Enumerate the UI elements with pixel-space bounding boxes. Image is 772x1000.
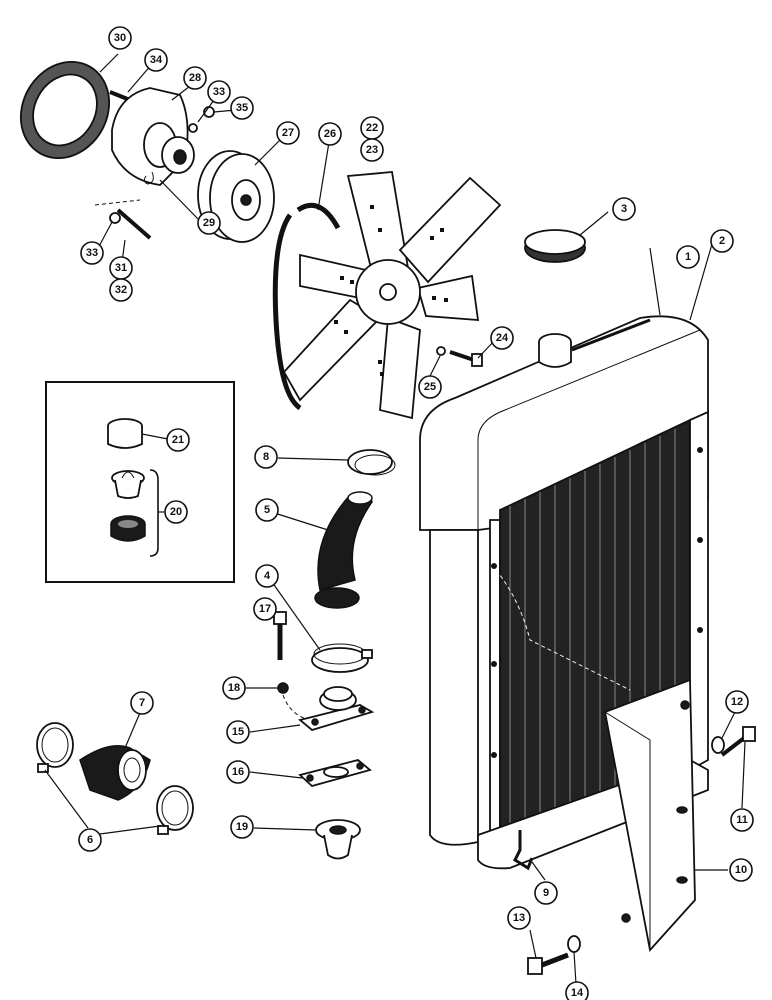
fan-part	[282, 171, 502, 420]
callout-3: 3	[612, 197, 636, 221]
thermostat-kit-part	[110, 470, 146, 542]
svg-text:31: 31	[115, 262, 127, 274]
callout-22: 22	[360, 116, 384, 140]
svg-text:6: 6	[87, 834, 93, 846]
svg-text:26: 26	[324, 128, 336, 140]
svg-text:25: 25	[424, 381, 436, 393]
hose-clamp-part	[347, 449, 396, 476]
svg-text:22: 22	[366, 122, 378, 134]
water-pump-part	[94, 87, 215, 240]
thermostat-part	[315, 819, 361, 860]
leader-lines	[44, 53, 746, 985]
svg-text:10: 10	[735, 864, 747, 876]
callout-35: 35	[230, 96, 254, 120]
callout-9: 9	[534, 881, 558, 905]
callout-13: 13	[507, 906, 531, 930]
inset-panel	[45, 381, 235, 583]
callout-17: 17	[253, 597, 277, 621]
callout-28: 28	[183, 66, 207, 90]
svg-text:3: 3	[621, 203, 627, 215]
callout-25: 25	[418, 375, 442, 399]
fan-bolt-part	[436, 346, 483, 367]
callout-18: 18	[222, 676, 246, 700]
svg-text:30: 30	[114, 32, 126, 44]
callout-14: 14	[565, 981, 589, 1000]
svg-text:33: 33	[213, 86, 225, 98]
bottom-bolt-part	[527, 935, 581, 975]
housing-gasket-part	[298, 759, 372, 788]
svg-text:34: 34	[150, 54, 163, 66]
callout-20: 20	[164, 500, 188, 524]
svg-text:20: 20	[170, 506, 182, 518]
svg-text:12: 12	[731, 696, 743, 708]
svg-text:9: 9	[543, 887, 549, 899]
svg-text:16: 16	[232, 766, 244, 778]
svg-text:27: 27	[282, 127, 294, 139]
callout-19: 19	[230, 815, 254, 839]
sleeve-part	[107, 418, 143, 449]
callout-33-upper: 33	[207, 80, 231, 104]
callout-30: 30	[108, 26, 132, 50]
pulley-part	[197, 150, 275, 243]
radiator-cap-part	[524, 229, 586, 263]
callout-11: 11	[730, 808, 754, 832]
callout-34: 34	[144, 48, 168, 72]
svg-text:17: 17	[259, 603, 271, 615]
svg-text:35: 35	[236, 102, 248, 114]
svg-text:5: 5	[264, 504, 270, 516]
svg-text:18: 18	[228, 682, 240, 694]
callout-1: 1	[676, 245, 700, 269]
hose-clamps-part	[36, 722, 194, 835]
svg-text:28: 28	[189, 72, 201, 84]
bypass-hose-part	[79, 745, 151, 801]
callout-6: 6	[78, 828, 102, 852]
svg-text:33: 33	[86, 247, 98, 259]
callout-29: 29	[197, 211, 221, 235]
svg-text:11: 11	[736, 814, 748, 826]
callout-10: 10	[729, 858, 753, 882]
callout-21: 21	[166, 428, 190, 452]
svg-text:15: 15	[232, 726, 244, 738]
svg-text:7: 7	[139, 697, 145, 709]
svg-text:8: 8	[263, 451, 269, 463]
svg-text:23: 23	[366, 144, 378, 156]
svg-text:24: 24	[496, 332, 509, 344]
callout-27: 27	[276, 121, 300, 145]
clamp-part	[311, 643, 373, 673]
callout-23: 23	[360, 138, 384, 162]
svg-text:13: 13	[513, 912, 525, 924]
callouts: 1 2 3 4 5 6 7 8 9 10 11 12 13 14 15 16 1…	[78, 26, 754, 1000]
callout-2: 2	[710, 229, 734, 253]
callout-15: 15	[226, 720, 250, 744]
svg-text:2: 2	[719, 235, 725, 247]
callout-16: 16	[226, 760, 250, 784]
callout-26: 26	[318, 122, 342, 146]
hose-part	[314, 491, 373, 609]
svg-text:29: 29	[203, 217, 215, 229]
svg-text:19: 19	[236, 821, 248, 833]
bracket-part	[604, 678, 696, 952]
callout-4: 4	[255, 564, 279, 588]
svg-text:14: 14	[571, 987, 584, 999]
svg-text:32: 32	[115, 284, 127, 296]
callout-5: 5	[255, 498, 279, 522]
bracket-bolt-part	[711, 726, 756, 757]
callout-31: 31	[109, 256, 133, 280]
callout-24: 24	[490, 326, 514, 350]
callout-12: 12	[725, 690, 749, 714]
callout-7: 7	[130, 691, 154, 715]
thermostat-housing-part	[298, 686, 375, 732]
svg-text:4: 4	[264, 570, 271, 582]
svg-text:21: 21	[172, 434, 184, 446]
callout-32: 32	[109, 278, 133, 302]
svg-text:1: 1	[685, 251, 691, 263]
gasket-part	[19, 60, 111, 160]
callout-8: 8	[254, 445, 278, 469]
callout-33-lower: 33	[80, 241, 104, 265]
